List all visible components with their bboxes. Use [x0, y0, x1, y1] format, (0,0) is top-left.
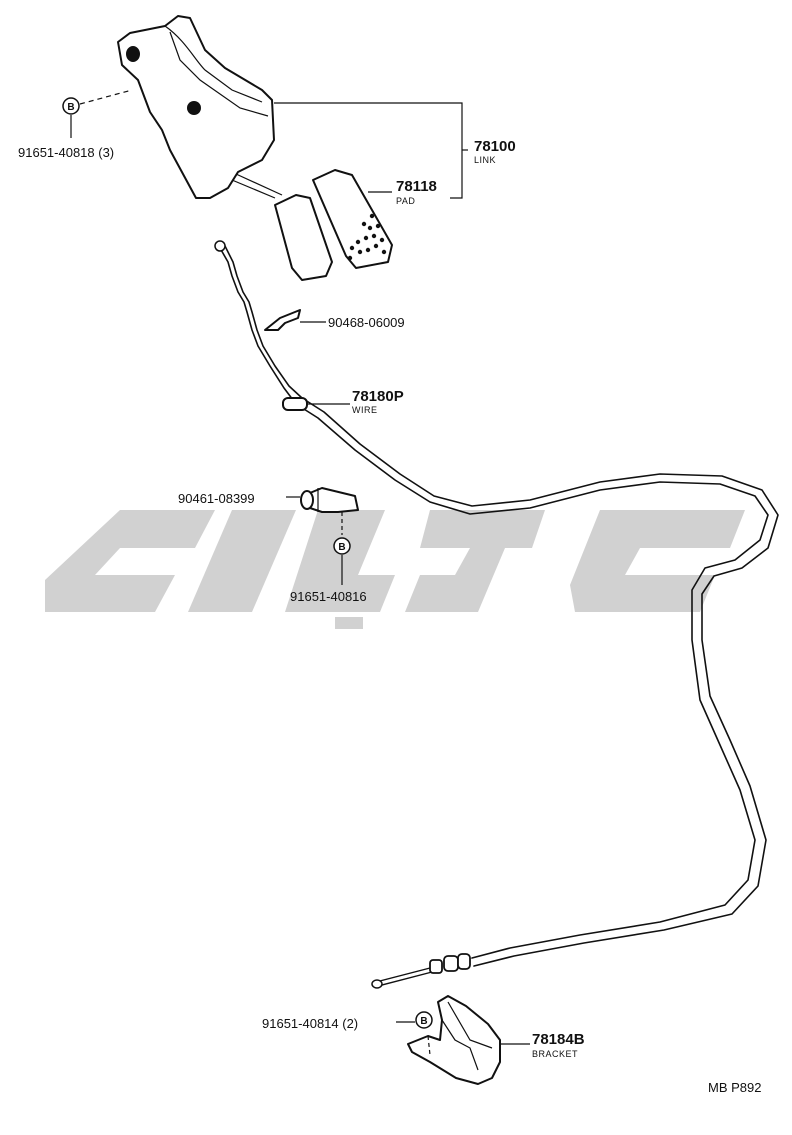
- clamp-90461-08399: [286, 487, 359, 535]
- pedal-pad-78118: [274, 169, 393, 281]
- label-91651-40818: 91651-40818 (3): [18, 145, 114, 160]
- svg-text:B: B: [420, 1016, 427, 1027]
- label-91651-40816: 91651-40816: [290, 589, 367, 604]
- label-78184B: 78184B: [532, 1031, 585, 1048]
- svg-text:B: B: [67, 102, 74, 113]
- label-90468-06009: 90468-06009: [328, 315, 405, 330]
- label-78118-name: PAD: [396, 196, 415, 206]
- bolt-symbol-bottom: B: [396, 1011, 433, 1029]
- pedal-link-78100: [117, 15, 283, 199]
- label-78180P-name: WIRE: [352, 405, 378, 415]
- label-90461-08399: 90461-08399: [178, 491, 255, 506]
- svg-text:B: B: [338, 542, 345, 553]
- bracket-78184B: [407, 995, 530, 1085]
- pad-texture: [347, 213, 387, 261]
- label-78100: 78100: [474, 138, 516, 155]
- bolt-symbol-middle: B: [333, 537, 351, 585]
- bolt-symbol-top: B: [62, 89, 133, 138]
- leader-78100: [274, 102, 468, 199]
- throttle-wire-78180P: [214, 240, 779, 989]
- clip-90468-06009: [264, 309, 326, 331]
- watermark-logo: [45, 510, 745, 629]
- diagram-code: MB P892: [708, 1080, 761, 1095]
- label-78184B-name: BRACKET: [532, 1049, 578, 1059]
- label-78118: 78118: [396, 178, 437, 195]
- label-78180P: 78180P: [352, 388, 404, 405]
- label-91651-40814: 91651-40814 (2): [262, 1016, 358, 1031]
- label-78100-name: LINK: [474, 155, 496, 165]
